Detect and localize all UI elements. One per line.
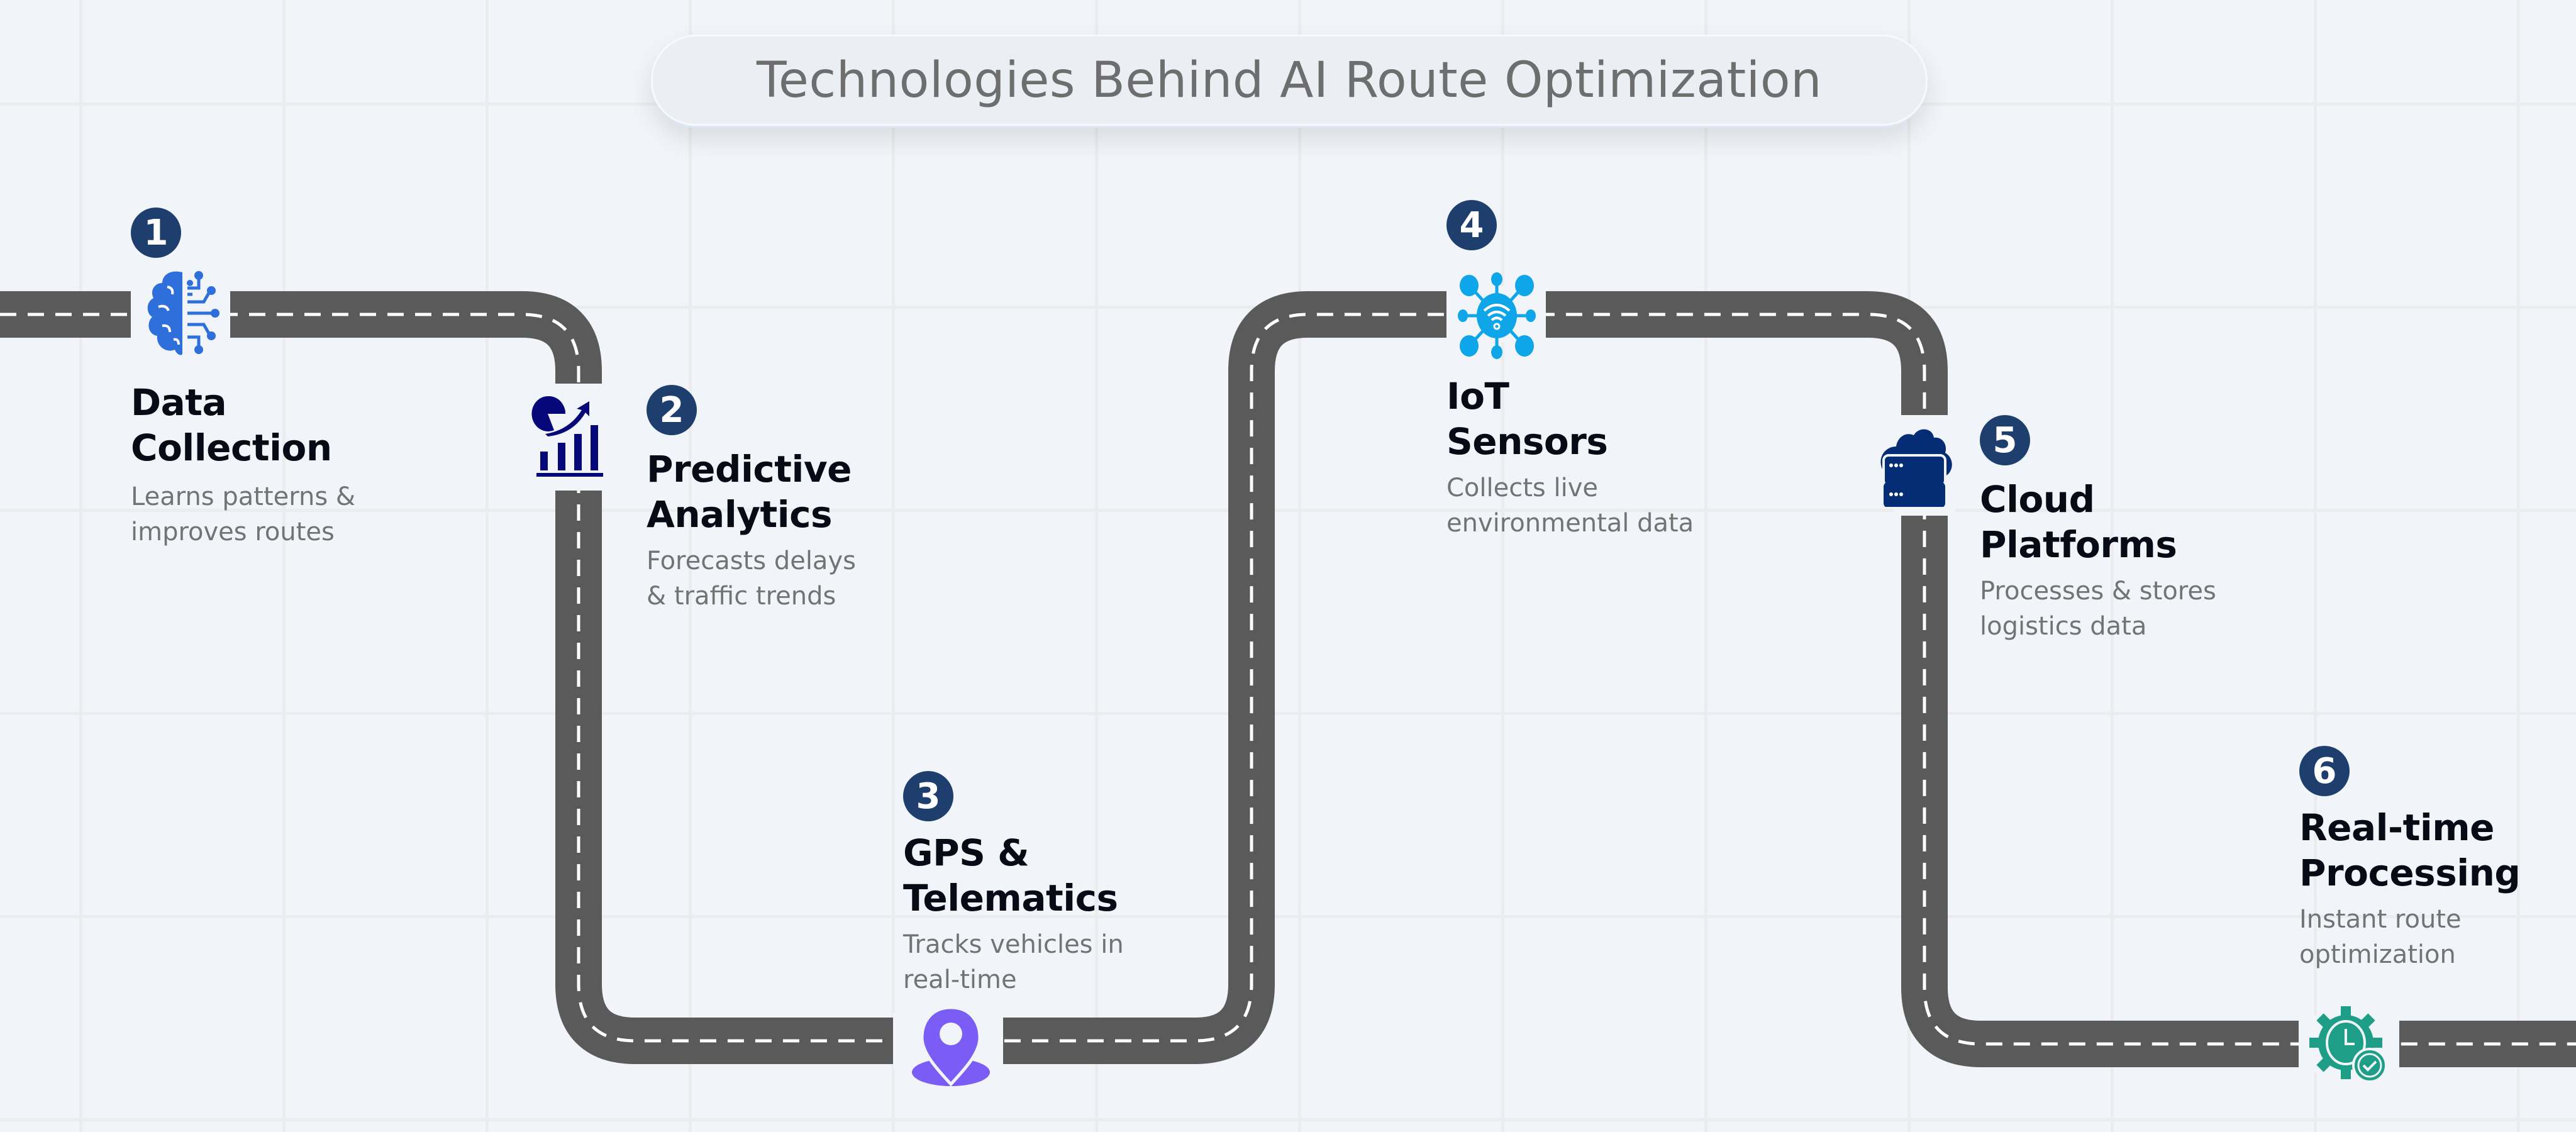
step-number-badge: 2 [647, 385, 697, 435]
step-title-line1: Cloud [1980, 478, 2095, 521]
step-desc-line1: Learns patterns & [131, 482, 356, 511]
step-title-line1: IoT [1446, 375, 1509, 418]
analytics-chart-icon [531, 396, 603, 477]
step-title-line1: Real-time [2299, 806, 2494, 849]
step-title-line2: Platforms [1980, 523, 2177, 566]
cloud-server-icon [1880, 429, 1952, 507]
step-desc-line1: Instant route [2299, 905, 2462, 934]
step-title-line2: Telematics [903, 877, 1118, 919]
step-title-line2: Collection [131, 426, 332, 469]
step-number-badge: 4 [1446, 200, 1497, 250]
page-title: Technologies Behind AI Route Optimizatio… [756, 52, 1823, 109]
step-number-badge: 1 [131, 208, 181, 258]
step-number-badge: 3 [903, 771, 953, 821]
step-desc-line1: Collects live [1446, 474, 1598, 502]
iot-network-icon [1458, 272, 1536, 359]
road-center-line [0, 313, 2576, 1046]
step-desc-line2: optimization [2299, 940, 2456, 969]
step-desc-line2: environmental data [1446, 509, 1694, 538]
step-number-badge: 6 [2299, 746, 2350, 796]
title-banner: Technologies Behind AI Route Optimizatio… [651, 35, 1928, 128]
step-data-collection: 1 [131, 208, 181, 258]
step-desc-line2: improves routes [131, 518, 335, 547]
step-iot-sensors: 4 [1446, 200, 1497, 250]
step-desc-line2: real-time [903, 965, 1017, 994]
step-title-line1: GPS & [903, 831, 1030, 874]
step-number-badge: 5 [1980, 415, 2030, 465]
step-title-line1: Data [131, 381, 227, 424]
brain-circuit-icon [147, 271, 219, 355]
step-desc-line2: logistics data [1980, 612, 2147, 641]
step-desc-line1: Forecasts delays [647, 547, 856, 575]
step-desc-line2: & traffic trends [647, 582, 836, 611]
step-title-line2: Sensors [1446, 420, 1608, 463]
step-title-line2: Processing [2299, 852, 2521, 894]
step-desc-line1: Tracks vehicles in [903, 930, 1124, 959]
location-pin-icon [912, 1006, 990, 1087]
step-gps-telematics: 3 GPS &Telematics Tracks vehicles in real… [903, 771, 1124, 997]
step-desc-line1: Processes & stores [1980, 577, 2216, 606]
gear-clock-check-icon [2309, 1006, 2387, 1083]
step-title-line2: Analytics [647, 493, 833, 536]
step-title-line1: Predictive [647, 448, 852, 491]
